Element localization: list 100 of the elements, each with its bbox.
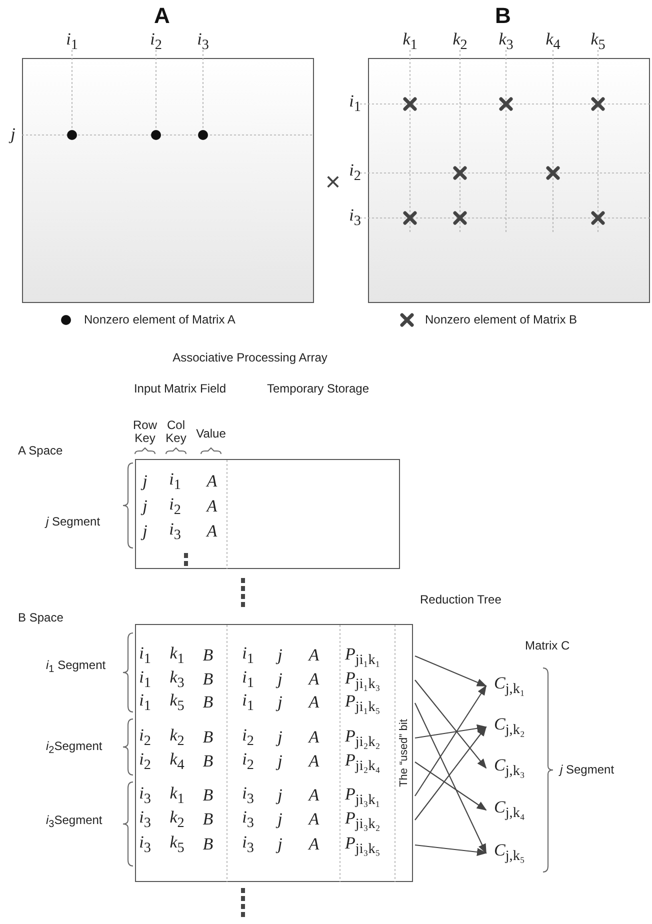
product-term: P$_{ji₃k₁}$ xyxy=(345,786,380,808)
table-cell: i$_{3}$ xyxy=(139,834,151,856)
array-table xyxy=(135,624,413,882)
result-term: C$_{j,k₂}$ xyxy=(494,716,525,738)
product-term: P$_{ji₂k₄}$ xyxy=(345,752,380,774)
field-title: Temporary Storage xyxy=(266,382,370,396)
column-header: The “used” bit xyxy=(398,719,410,787)
result-term: C$_{j,k₁}$ xyxy=(494,674,525,698)
table-cell: k$_{2}$ xyxy=(170,726,184,750)
row-index: i$_{2}$ xyxy=(349,162,361,184)
table-cell: k$_{3}$ xyxy=(170,668,184,692)
arrow xyxy=(414,844,487,856)
table-cell: i$_{3}$ xyxy=(242,834,254,856)
segment-label: i$_{2}$Segment xyxy=(46,740,102,756)
table-cell: i$_{3}$ xyxy=(139,808,151,832)
table-cell: B xyxy=(202,728,214,748)
segment-label: i$_{3}$Segment xyxy=(46,814,102,830)
table-cell: k$_{1}$ xyxy=(170,644,184,668)
table-cell: A xyxy=(206,522,218,542)
table-cell: i$_{1}$ xyxy=(242,644,254,668)
table-cell: i$_{1}$ xyxy=(139,692,151,714)
matrix-heading: A xyxy=(154,4,170,28)
table-cell: A xyxy=(206,498,218,516)
product-term: P$_{ji₂k₂}$ xyxy=(345,728,380,750)
product-term: P$_{ji₃k₅}$ xyxy=(345,834,380,858)
product-term: P$_{ji₁k₅}$ xyxy=(345,692,380,716)
table-cell: i$_{3}$ xyxy=(242,808,254,832)
column-header: Row Key xyxy=(132,418,158,446)
space-heading: B Space xyxy=(18,611,64,625)
table-cell: B xyxy=(202,646,214,666)
row-index: i$_{3}$ xyxy=(349,206,361,230)
table-cell: A xyxy=(308,786,320,806)
table-cell: A xyxy=(308,810,320,830)
table-cell: j xyxy=(142,498,148,516)
table-cell: i$_{1}$ xyxy=(139,644,151,668)
column-index: k$_{1}$ xyxy=(402,30,418,54)
table-cell: i$_{1}$ xyxy=(242,692,254,714)
table-cell: j xyxy=(142,472,148,492)
legend-text: Nonzero element of Matrix B xyxy=(425,313,578,327)
arrow xyxy=(414,685,487,796)
column-header: Col Key xyxy=(164,418,188,446)
multiply-sign: × xyxy=(325,168,341,196)
table-cell: i$_{3}$ xyxy=(169,520,181,544)
section-title: Matrix C xyxy=(525,639,570,653)
table-cell: B xyxy=(202,786,214,806)
matrix-panel xyxy=(22,58,314,303)
product-term: P$_{ji₁k₃}$ xyxy=(345,670,380,692)
matrix-heading: B xyxy=(495,4,511,28)
table-cell: j xyxy=(278,810,282,830)
column-index: k$_{2}$ xyxy=(452,30,468,54)
table-cell: k$_{1}$ xyxy=(170,784,184,808)
table-cell: A xyxy=(308,646,320,666)
product-term: P$_{ji₃k₂}$ xyxy=(345,810,380,832)
table-cell: j xyxy=(278,694,282,712)
product-term: P$_{ji₁k₁}$ xyxy=(345,646,380,668)
table-cell: j xyxy=(278,786,282,806)
matrix-panel xyxy=(368,58,650,303)
table-cell: B xyxy=(202,670,214,690)
column-index: k$_{5}$ xyxy=(590,30,606,54)
table-cell: i$_{1}$ xyxy=(169,470,181,494)
table-cell: j xyxy=(142,522,148,542)
table-cell: B xyxy=(202,694,214,712)
field-title: Input Matrix Field xyxy=(134,382,226,396)
table-cell: j xyxy=(278,670,282,690)
table-cell: i$_{1}$ xyxy=(139,668,151,692)
table-cell: i$_{2}$ xyxy=(242,726,254,750)
table-cell: A xyxy=(308,836,320,854)
column-index: i$_{1}$ xyxy=(66,30,78,54)
table-cell: i$_{2}$ xyxy=(139,750,151,774)
arrow xyxy=(414,726,487,820)
table-cell: k$_{5}$ xyxy=(170,692,184,714)
column-index: i$_{3}$ xyxy=(197,30,209,54)
result-term: C$_{j,k₃}$ xyxy=(494,756,525,780)
table-cell: B xyxy=(202,836,214,854)
column-index: k$_{4}$ xyxy=(546,30,560,54)
column-index: i$_{2}$ xyxy=(150,30,162,54)
array-table xyxy=(135,459,400,569)
arrow xyxy=(414,656,487,686)
table-cell: j xyxy=(278,728,282,748)
row-index: i$_{1}$ xyxy=(349,92,361,116)
table-cell: B xyxy=(202,752,214,772)
table-cell: k$_{4}$ xyxy=(170,750,184,774)
space-heading: A Space xyxy=(18,444,63,458)
result-term: C$_{j,k₅}$ xyxy=(494,842,525,864)
segment-label: i$_{1}$ Segment xyxy=(46,658,106,676)
arrow xyxy=(414,762,487,811)
segment-label: j Segment xyxy=(560,763,614,777)
table-cell: j xyxy=(278,646,282,666)
row-index: j xyxy=(10,126,16,144)
result-term: C$_{j,k₄}$ xyxy=(494,798,525,822)
section-title: Reduction Tree xyxy=(420,593,502,607)
table-cell: A xyxy=(308,694,320,712)
column-header: Value xyxy=(196,427,226,441)
table-cell: i$_{1}$ xyxy=(242,668,254,692)
column-index: k$_{3}$ xyxy=(498,30,514,54)
arrow xyxy=(414,680,487,769)
table-cell: B xyxy=(202,810,214,830)
table-cell: i$_{2}$ xyxy=(169,496,181,518)
table-cell: i$_{3}$ xyxy=(242,784,254,808)
table-cell: i$_{2}$ xyxy=(139,726,151,750)
